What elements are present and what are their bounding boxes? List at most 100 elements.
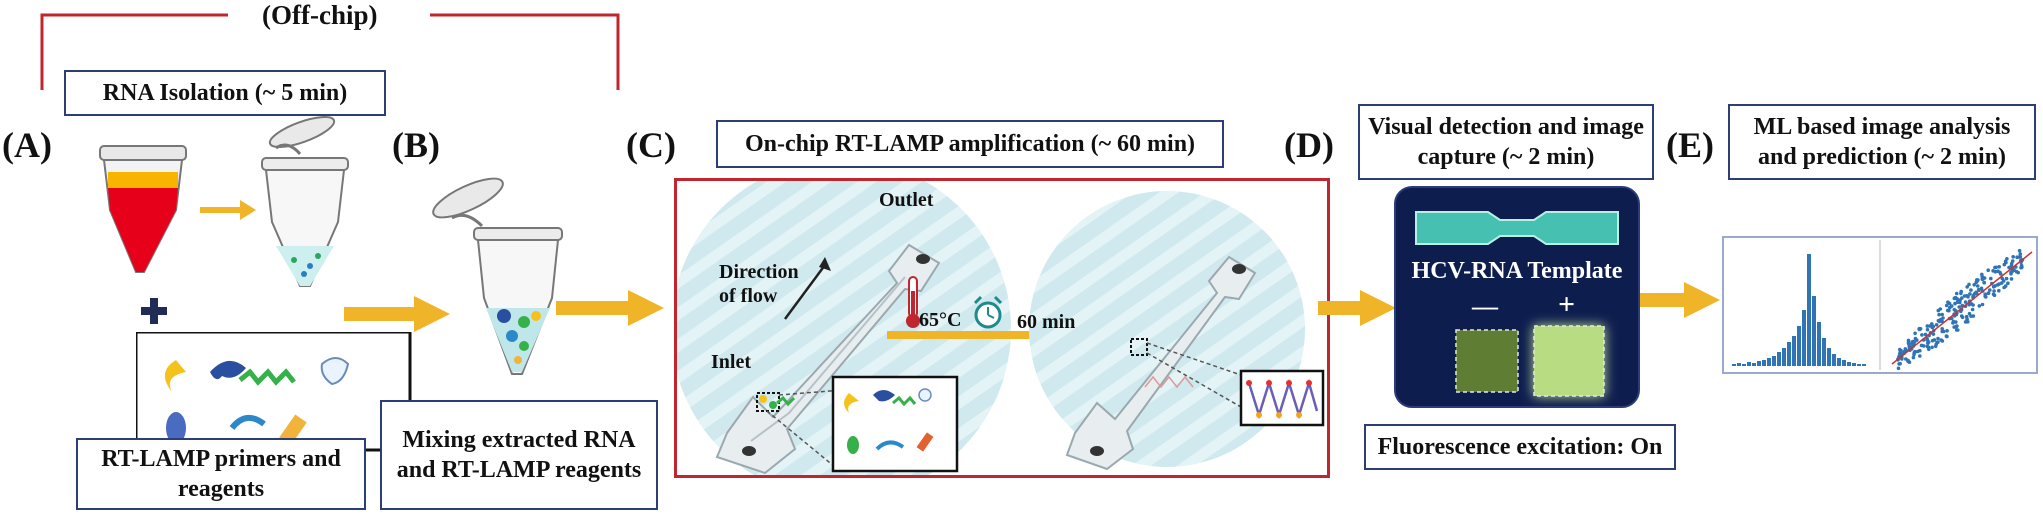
- on-chip-panel: Outlet Direction of flow Inlet 65°C 60 m…: [674, 178, 1330, 478]
- scatter-point: [2004, 276, 2009, 281]
- histogram-bar: [1767, 358, 1771, 366]
- extracted-rna-tube-icon: [261, 116, 349, 287]
- scatter-point: [2010, 259, 2015, 263]
- thermometer-icon: [906, 276, 920, 328]
- scatter-point: [1927, 347, 1931, 351]
- histogram-bar: [1822, 338, 1826, 366]
- scatter-point: [1983, 294, 1987, 299]
- rna-isolation-illustration: [99, 116, 349, 324]
- negative-sign: —: [1472, 292, 1498, 321]
- scatter-point: [1991, 285, 1996, 289]
- scatter-point: [2000, 276, 2005, 281]
- scatter-point: [1963, 320, 1968, 324]
- histogram-bar: [1832, 354, 1836, 366]
- scatter-point: [1898, 347, 1902, 352]
- visual-detection-title: Visual detection and image capture (~ 2 …: [1358, 104, 1654, 180]
- scatter-point: [1906, 341, 1911, 346]
- arrow-a-to-b: [344, 296, 450, 332]
- scatter-point: [2017, 248, 2022, 253]
- histogram-bar: [1852, 363, 1856, 366]
- ml-analysis-plots: [1722, 236, 2038, 374]
- panel-b-letter: (B): [392, 125, 440, 165]
- scatter-point: [2012, 268, 2016, 273]
- histogram-bar: [1812, 296, 1816, 366]
- scatter-point: [1931, 332, 1936, 336]
- fluorescence-panel: HCV-RNA Template — +: [1394, 186, 1640, 408]
- histogram-bar: [1757, 361, 1761, 366]
- scatter-point: [1968, 292, 1972, 296]
- scatter-point: [1999, 281, 2004, 285]
- histogram-bar: [1837, 358, 1841, 366]
- scatter-point: [1980, 272, 1984, 277]
- transfer-arrow-icon: [200, 200, 256, 220]
- scatter-point: [1913, 349, 1917, 354]
- scatter-point: [1996, 283, 2000, 287]
- scatter-point: [2006, 281, 2010, 285]
- scatter-point: [1957, 305, 1961, 309]
- plus-icon: [141, 298, 167, 324]
- histogram-bar: [1807, 254, 1811, 366]
- histogram-bar: [1752, 363, 1756, 366]
- negative-result-well: [1455, 329, 1519, 393]
- scatter-point: [1997, 288, 2001, 293]
- histogram-bar: [1842, 360, 1846, 366]
- on-chip-amplification-title: On-chip RT-LAMP amplification (~ 60 min): [716, 120, 1224, 168]
- scatter-point: [2007, 265, 2011, 270]
- scatter-point: [1967, 282, 1971, 287]
- scatter-point: [1962, 294, 1967, 298]
- scatter-point: [1974, 291, 1979, 296]
- arrow-c-to-d: [1318, 290, 1396, 326]
- scatter-point: [1940, 312, 1944, 317]
- scatter-point: [1923, 332, 1928, 337]
- mixing-caption: Mixing extracted RNA and RT-LAMP reagent…: [380, 400, 658, 510]
- scatter-point: [1917, 326, 1922, 331]
- scatter-point: [2009, 261, 2014, 266]
- scatter-point: [1925, 324, 1930, 328]
- scatter-point: [1951, 321, 1955, 325]
- rna-isolation-title: RNA Isolation (~ 5 min): [64, 70, 386, 116]
- mixing-tube-icon: [432, 177, 563, 375]
- ml-analysis-title: ML based image analysis and prediction (…: [1728, 104, 2036, 180]
- histogram-bar: [1742, 364, 1746, 366]
- scatter-point: [1991, 292, 1996, 297]
- scatter-point: [1911, 355, 1916, 360]
- scatter-point: [1970, 307, 1975, 312]
- scatter-point: [1920, 333, 1924, 337]
- histogram-bar: [1747, 362, 1751, 366]
- scatter-point: [1940, 339, 1945, 343]
- scatter-point: [1977, 304, 1982, 308]
- scatter-point: [1925, 327, 1930, 332]
- histogram-bar: [1817, 322, 1821, 366]
- scatter-point: [1986, 291, 1991, 295]
- chip-fluorescence-view: [1415, 211, 1619, 397]
- scatter-plot: [1896, 248, 2025, 371]
- scatter-point: [1925, 344, 1930, 349]
- hcv-rna-template-label: HCV-RNA Template: [1411, 258, 1623, 284]
- scatter-point: [1936, 318, 1941, 323]
- scatter-point: [1952, 296, 1957, 301]
- inlet-label: Inlet: [711, 351, 751, 373]
- scatter-point: [1980, 302, 1985, 307]
- scatter-point: [1918, 348, 1922, 353]
- histogram-bar: [1777, 352, 1781, 366]
- panel-d-letter: (D): [1284, 125, 1334, 165]
- scatter-point: [2002, 285, 2006, 290]
- scatter-point: [1904, 357, 1908, 361]
- histogram-bar: [1802, 310, 1806, 366]
- scatter-point: [1913, 331, 1917, 336]
- scatter-point: [1959, 291, 1963, 296]
- scatter-point: [1903, 347, 1908, 351]
- scatter-point: [1989, 276, 1993, 281]
- scatter-point: [1926, 340, 1931, 344]
- direction-label: Direction: [719, 261, 799, 283]
- scatter-point: [2002, 262, 2007, 267]
- scatter-point: [1975, 284, 1980, 288]
- scatter-point: [1972, 283, 1976, 287]
- off-chip-label: (Off-chip): [262, 0, 378, 30]
- scatter-point: [1982, 280, 1987, 285]
- histogram-bar: [1762, 360, 1766, 366]
- positive-result-well: [1533, 325, 1605, 397]
- scatter-point: [1992, 289, 1996, 293]
- scatter-point: [1955, 324, 1959, 328]
- scatter-point: [1977, 288, 1981, 293]
